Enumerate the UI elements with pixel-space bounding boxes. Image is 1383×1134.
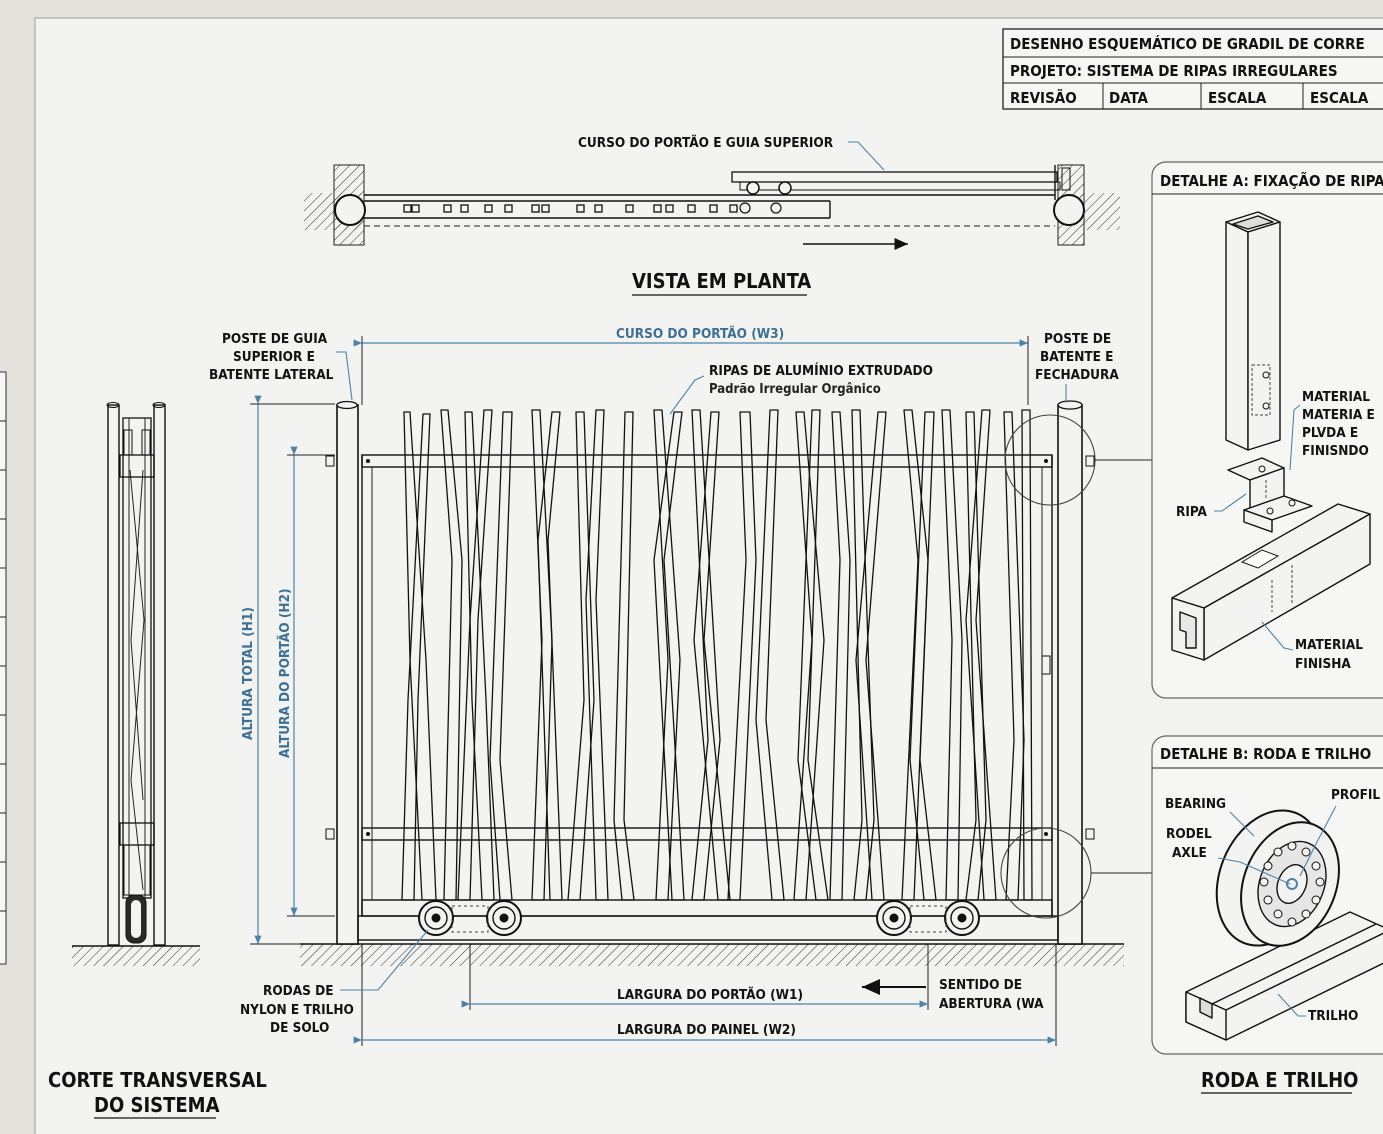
poste-guia-3: BATENTE LATERAL — [209, 367, 334, 383]
elevation: CURSO DO PORTÃO (W3) ALTURA TOTAL (H1) A… — [209, 325, 1152, 1046]
dim-w2: LARGURA DO PAINEL (W2) — [617, 1022, 796, 1038]
poste-batente-2: BATENTE E — [1040, 349, 1113, 365]
section-title-2: DO SISTEMA — [94, 1093, 220, 1117]
sentido-line-2: ABERTURA (WA — [939, 996, 1044, 1012]
title-block: DESENHO ESQUEMÁTICO DE GRADIL DE CORRE P… — [1002, 28, 1383, 110]
detail-a-material-b1: MATERIAL — [1295, 637, 1363, 653]
detail-b-title: DETALHE B: RODA E TRILHO — [1160, 745, 1371, 763]
dim-h1: ALTURA TOTAL (H1) — [240, 607, 256, 740]
poste-guia-2: SUPERIOR E — [233, 349, 315, 365]
title-row-2: PROJETO: SISTEMA DE RIPAS IRREGULARES — [1010, 62, 1338, 80]
detail-a-title: DETALHE A: FIXAÇÃO DE RIPA — [1160, 171, 1383, 190]
ripas-label: RIPAS DE ALUMÍNIO EXTRUDADO — [709, 362, 933, 379]
aluminium-slats — [401, 409, 1033, 901]
cross-section: CORTE TRANSVERSAL DO SISTEMA — [48, 402, 267, 1119]
dim-h2: ALTURA DO PORTÃO (H2) — [276, 588, 293, 758]
nylon-wheels — [418, 900, 980, 936]
title-data: DATA — [1109, 89, 1149, 107]
detail-b-profil: PROFIL — [1331, 787, 1380, 803]
detail-b-axle: AXLE — [1172, 845, 1207, 861]
detail-a: DETALHE A: FIXAÇÃO DE RIPA — [1151, 161, 1383, 699]
rodas-3: DE SOLO — [270, 1020, 329, 1036]
detail-b-rodel: RODEL — [1166, 826, 1212, 842]
title-row-1: DESENHO ESQUEMÁTICO DE GRADIL DE CORRE — [1010, 34, 1365, 53]
title-escala-1: ESCALA — [1208, 89, 1267, 107]
detail-a-material-1: MATERIAL — [1302, 389, 1370, 405]
sentido-line-1: SENTIDO DE — [939, 977, 1022, 993]
rodas-2: NYLON E TRILHO — [240, 1002, 354, 1018]
left-margin-table — [0, 371, 7, 965]
dim-w1: LARGURA DO PORTÃO (W1) — [617, 986, 803, 1003]
section-title-1: CORTE TRANSVERSAL — [48, 1068, 267, 1092]
detail-b-bearing: BEARING — [1165, 796, 1226, 812]
plan-view: CURSO DO PORTÃO E GUIA SUPERIOR VISTA EM… — [304, 134, 1120, 296]
detail-a-ripa: RIPA — [1176, 504, 1208, 520]
poste-guia-1: POSTE DE GUIA — [222, 331, 328, 347]
detail-a-material-2: MATERIA E — [1302, 407, 1375, 423]
title-revisao: REVISÃO — [1010, 88, 1077, 107]
title-escala-2: ESCALA — [1310, 89, 1369, 107]
detail-b: DETALHE B: RODA E TRILHO BEARING RODEL A… — [1151, 735, 1383, 1055]
plan-view-title: VISTA EM PLANTA — [632, 269, 811, 293]
plan-guide-label: CURSO DO PORTÃO E GUIA SUPERIOR — [578, 134, 834, 151]
rodas-1: RODAS DE — [263, 983, 334, 999]
detail-a-material-3: PLVDA E — [1302, 425, 1358, 441]
detail-a-material-4: FINISNDO — [1302, 443, 1369, 459]
poste-batente-3: FECHADURA — [1035, 367, 1119, 383]
detail-a-material-b2: FINISHA — [1295, 656, 1351, 672]
poste-batente-1: POSTE DE — [1044, 331, 1111, 347]
detail-b-caption: RODA E TRILHO — [1201, 1068, 1358, 1092]
ripas-sublabel: Padrão Irregular Orgânico — [709, 382, 881, 397]
dim-w3: CURSO DO PORTÃO (W3) — [616, 325, 784, 342]
detail-b-trilho: TRILHO — [1308, 1008, 1358, 1024]
